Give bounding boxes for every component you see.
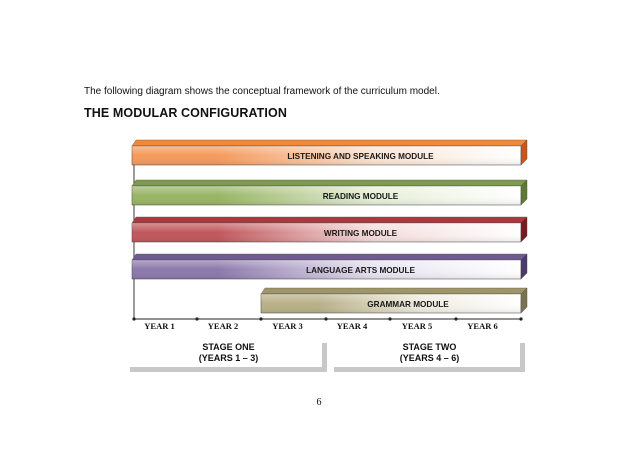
timeline-tick	[324, 317, 328, 321]
stage-bracket-side	[520, 343, 525, 372]
module-label: GRAMMAR MODULE	[367, 300, 449, 309]
stage-range: (YEARS 4 – 6)	[400, 353, 460, 363]
module-bar: WRITING MODULE	[131, 216, 528, 243]
page-number: 6	[316, 397, 322, 408]
module-label: LANGUAGE ARTS MODULE	[306, 266, 415, 275]
timeline-tick	[519, 317, 523, 321]
timeline-tick	[132, 317, 136, 321]
year-label: YEAR 4	[337, 321, 368, 331]
intro-text: The following diagram shows the conceptu…	[84, 86, 440, 97]
module-bar: LANGUAGE ARTS MODULE	[131, 253, 528, 280]
module-bar-sheen	[132, 260, 521, 279]
module-label: WRITING MODULE	[324, 229, 398, 238]
year-label: YEAR 2	[208, 321, 238, 331]
stage-range: (YEARS 1 – 3)	[199, 353, 259, 363]
stage-bracket: STAGE ONE(YEARS 1 – 3)	[130, 342, 327, 372]
year-label: YEAR 3	[272, 321, 302, 331]
module-bar-side	[520, 253, 528, 280]
module-bar-sheen	[132, 146, 521, 165]
module-bar-side	[520, 139, 528, 166]
module-bar-side	[520, 179, 528, 206]
module-bar-top	[131, 139, 528, 147]
module-bar-side	[520, 287, 528, 314]
stage-bracket: STAGE TWO(YEARS 4 – 6)	[334, 342, 525, 372]
year-label: YEAR 6	[467, 321, 497, 331]
module-bar-top	[260, 287, 528, 295]
module-bar-side	[520, 216, 528, 243]
module-bar-top	[131, 179, 528, 187]
module-bar: LISTENING AND SPEAKING MODULE	[131, 139, 528, 166]
module-bar-sheen	[132, 186, 521, 205]
timeline-tick	[195, 317, 199, 321]
module-bar-sheen	[261, 294, 521, 313]
timeline-tick	[454, 317, 458, 321]
module-bars: LISTENING AND SPEAKING MODULE READING MOD…	[131, 139, 528, 314]
stage-title: STAGE TWO	[403, 342, 457, 352]
year-label: YEAR 1	[144, 321, 174, 331]
stage-brackets: STAGE ONE(YEARS 1 – 3)STAGE TWO(YEARS 4 …	[130, 342, 525, 372]
module-bar-sheen	[132, 223, 521, 242]
module-bar-top	[131, 253, 528, 261]
stage-title: STAGE ONE	[202, 342, 254, 352]
module-bar: READING MODULE	[131, 179, 528, 206]
stage-bracket-base	[334, 367, 525, 372]
module-bar-top	[131, 216, 528, 224]
timeline-tick	[388, 317, 392, 321]
module-label: READING MODULE	[323, 192, 399, 201]
module-bar: GRAMMAR MODULE	[260, 287, 528, 314]
year-label: YEAR 5	[402, 321, 432, 331]
module-label: LISTENING AND SPEAKING MODULE	[287, 152, 434, 161]
timeline-tick	[259, 317, 263, 321]
section-heading: THE MODULAR CONFIGURATION	[84, 106, 287, 120]
stage-bracket-base	[130, 367, 327, 372]
stage-bracket-side	[322, 343, 327, 372]
year-labels: YEAR 1 YEAR 2 YEAR 3 YEAR 4 YEAR 5 YEAR 6	[144, 321, 497, 331]
